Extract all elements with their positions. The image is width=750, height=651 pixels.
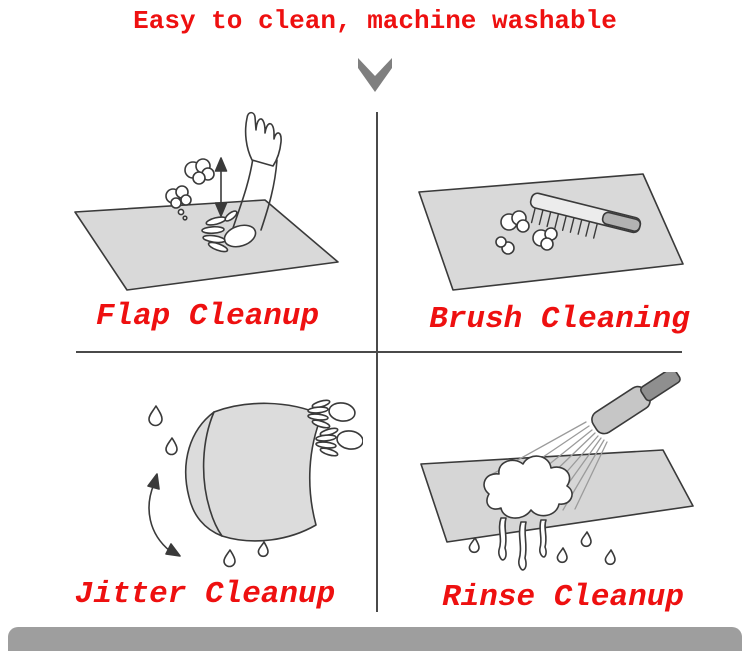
panel-label-jitter: Jitter Cleanup [74,577,336,612]
jitter-cleanup-illustration [147,399,363,568]
flap-cleanup-illustration [74,111,339,291]
rinse-cleanup-illustration [420,372,694,571]
panel-label-rinse: Rinse Cleanup [442,580,684,615]
vertical-divider [376,112,378,612]
chevron-down-icon [358,58,392,92]
brush-cleaning-illustration [418,173,684,291]
horizontal-divider [76,351,682,353]
panel-label-flap: Flap Cleanup [95,299,320,334]
footer-bar [8,627,742,651]
page-title: Easy to clean, machine washable [133,6,617,36]
panel-label-brush: Brush Cleaning [429,302,690,337]
